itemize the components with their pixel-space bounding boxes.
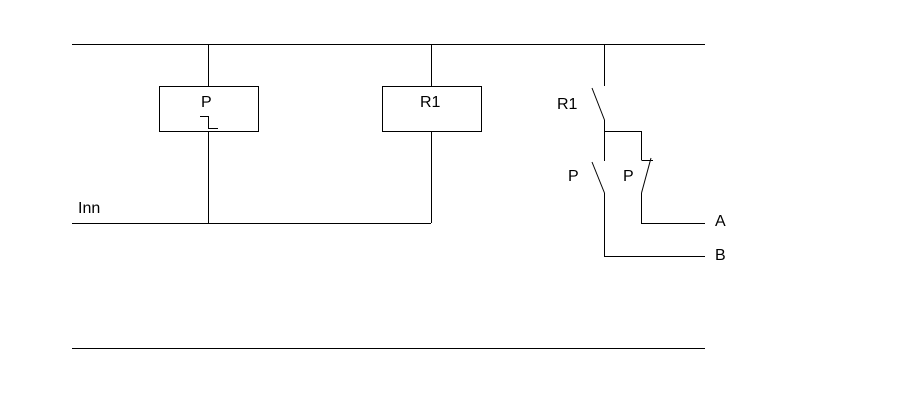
- contact-r1-blade: [591, 87, 605, 121]
- output-b-wire: [604, 193, 705, 257]
- output-b-label: B: [715, 247, 726, 264]
- output-a-wire: [641, 193, 705, 224]
- relay-p-delay-symbol: [200, 116, 218, 129]
- contact-r1-label: R1: [557, 96, 578, 113]
- contact-p-no-blade: [591, 161, 605, 194]
- contact-p-nc-blade: [641, 157, 652, 194]
- contact-p-nc-label: P: [623, 168, 634, 185]
- relay-r1-label: R1: [420, 94, 441, 111]
- inn-label: Inn: [78, 200, 100, 217]
- relay-p-label: P: [201, 94, 212, 111]
- output-a-label: A: [715, 213, 726, 230]
- branch-wire-to-p-nc: [604, 131, 642, 160]
- contact-p-no-label: P: [568, 168, 579, 185]
